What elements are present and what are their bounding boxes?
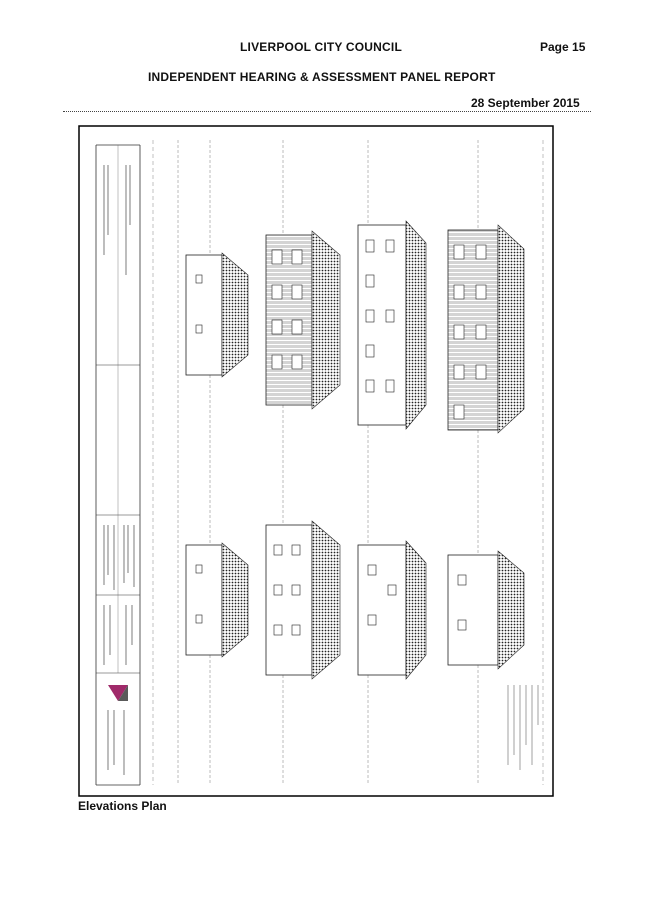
council-heading: LIVERPOOL CITY COUNCIL (240, 40, 402, 54)
elevation-band-4 (447, 140, 525, 785)
report-title: INDEPENDENT HEARING & ASSESSMENT PANEL R… (148, 70, 496, 84)
header-divider (63, 111, 591, 112)
elevation-band-3 (357, 140, 427, 785)
elevation-notes (507, 685, 539, 770)
elevations-drawing (78, 125, 554, 797)
elevation-band-2 (265, 140, 341, 785)
figure-caption: Elevations Plan (78, 799, 167, 813)
title-block (95, 144, 141, 786)
report-date: 28 September 2015 (471, 96, 580, 110)
elevation-band-1 (177, 140, 249, 785)
sheet-border (78, 125, 554, 797)
company-logo-icon (108, 685, 128, 701)
title-text-lines (103, 165, 135, 665)
page-number: Page 15 (540, 40, 586, 54)
